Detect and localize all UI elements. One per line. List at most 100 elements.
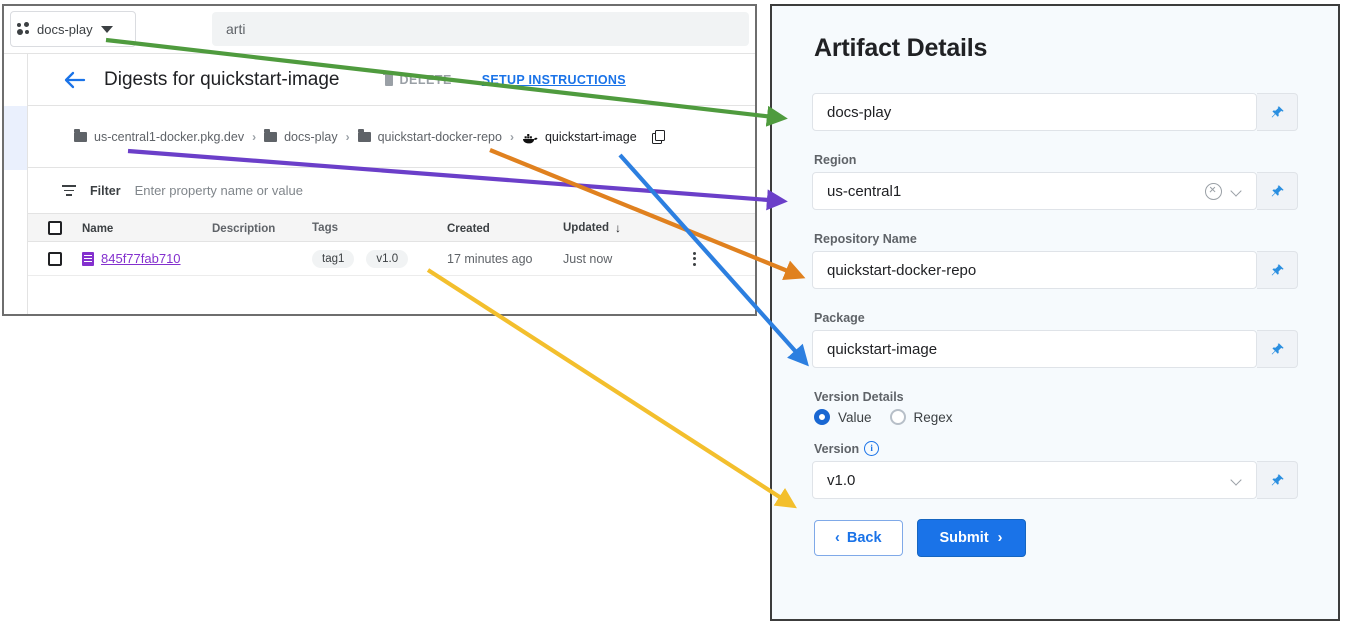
project-input-value: docs-play bbox=[827, 103, 892, 121]
clear-icon[interactable] bbox=[1205, 182, 1222, 200]
setup-instructions-link[interactable]: SETUP INSTRUCTIONS bbox=[481, 72, 626, 87]
radio-value-label: Value bbox=[838, 409, 872, 425]
repository-input[interactable]: quickstart-docker-repo bbox=[812, 251, 1257, 289]
cell-updated: Just now bbox=[563, 251, 613, 266]
pin-icon bbox=[1271, 342, 1284, 354]
chevron-left-icon: ‹ bbox=[835, 530, 840, 546]
back-button-label: Back bbox=[846, 530, 882, 546]
chevron-down-icon bbox=[100, 25, 113, 33]
panel-button-row: ‹ Back Submit › bbox=[814, 519, 1298, 557]
breadcrumb-separator-icon: › bbox=[252, 129, 257, 144]
region-label: Region bbox=[814, 153, 857, 167]
arrow-down-icon: ↓ bbox=[615, 220, 621, 235]
breadcrumb-label: docs-play bbox=[284, 129, 338, 144]
console-body: Digests for quickstart-image DELETE SETU… bbox=[4, 54, 755, 314]
filter-bar: Filter Enter property name or value bbox=[28, 168, 755, 214]
filter-icon bbox=[62, 185, 76, 196]
filter-input[interactable]: Enter property name or value bbox=[134, 183, 303, 198]
delete-button[interactable]: DELETE bbox=[383, 73, 451, 87]
chevron-down-icon[interactable] bbox=[1232, 475, 1242, 485]
column-header-updated[interactable]: Updated bbox=[563, 221, 609, 234]
version-details-label: Version Details bbox=[814, 390, 904, 404]
delete-button-label: DELETE bbox=[399, 72, 452, 87]
package-input-value: quickstart-image bbox=[827, 340, 938, 358]
pin-icon bbox=[1271, 184, 1284, 196]
back-button[interactable]: ‹ Back bbox=[814, 520, 903, 556]
region-field-group: Region us-central1 bbox=[812, 153, 1298, 210]
docker-whale-icon bbox=[522, 131, 538, 144]
package-input[interactable]: quickstart-image bbox=[812, 330, 1257, 368]
submit-button[interactable]: Submit › bbox=[916, 519, 1026, 557]
repository-pin-button[interactable] bbox=[1257, 251, 1298, 289]
chevron-right-icon: › bbox=[997, 530, 1003, 546]
copy-icon[interactable] bbox=[651, 129, 666, 144]
version-details-group: Version Details Value Regex bbox=[812, 390, 1298, 425]
console-window: docs-play arti Digests for quickstart-im… bbox=[2, 4, 757, 316]
chevron-down-icon[interactable] bbox=[1232, 186, 1242, 196]
digest-icon bbox=[82, 251, 94, 266]
repository-input-value: quickstart-docker-repo bbox=[827, 261, 977, 279]
tag-chip[interactable]: tag1 bbox=[312, 249, 355, 268]
radio-unselected-icon bbox=[889, 409, 906, 425]
row-overflow-menu-icon[interactable] bbox=[687, 251, 701, 267]
version-label-row: Version i bbox=[814, 441, 1298, 456]
row-checkbox[interactable] bbox=[48, 251, 62, 266]
back-arrow-icon[interactable] bbox=[62, 67, 88, 93]
digests-table: Name Description Tags Created Updated ↓ … bbox=[28, 214, 755, 314]
region-pin-button[interactable] bbox=[1257, 172, 1298, 210]
project-selector-label: docs-play bbox=[37, 21, 93, 37]
radio-regex-label: Regex bbox=[913, 409, 953, 425]
column-header-tags[interactable]: Tags bbox=[312, 221, 338, 234]
pin-icon bbox=[1271, 105, 1284, 117]
breadcrumb-item-repository[interactable]: quickstart-docker-repo bbox=[357, 129, 502, 144]
search-input[interactable]: arti bbox=[212, 12, 749, 46]
breadcrumb-label: quickstart-docker-repo bbox=[377, 129, 502, 144]
cell-created: 17 minutes ago bbox=[447, 251, 533, 266]
page-title: Digests for quickstart-image bbox=[104, 68, 340, 90]
version-input-value: v1.0 bbox=[827, 471, 856, 489]
submit-button-label: Submit bbox=[939, 530, 989, 546]
select-all-checkbox[interactable] bbox=[48, 220, 62, 235]
folder-icon bbox=[357, 129, 371, 142]
folder-icon bbox=[264, 129, 278, 142]
table-header-row: Name Description Tags Created Updated ↓ bbox=[28, 214, 755, 242]
filter-label: Filter bbox=[90, 183, 121, 198]
pin-icon bbox=[1271, 263, 1284, 275]
version-input[interactable]: v1.0 bbox=[812, 461, 1257, 499]
pin-icon bbox=[1271, 473, 1284, 485]
page-header-actions: DELETE SETUP INSTRUCTIONS bbox=[383, 72, 626, 87]
digest-link[interactable]: 845f77fab710 bbox=[101, 251, 181, 266]
table-row[interactable]: 845f77fab710 tag1 v1.0 17 minutes ago Ju… bbox=[28, 242, 755, 276]
radio-selected-icon bbox=[814, 409, 830, 425]
project-dots-icon bbox=[17, 22, 31, 36]
left-nav-rail bbox=[4, 54, 28, 314]
project-selector[interactable]: docs-play bbox=[10, 11, 136, 47]
breadcrumb-item-package[interactable]: quickstart-image bbox=[522, 130, 637, 144]
version-label: Version bbox=[814, 441, 860, 456]
tag-chip[interactable]: v1.0 bbox=[366, 249, 409, 268]
radio-value[interactable]: Value bbox=[814, 409, 872, 425]
column-header-created[interactable]: Created bbox=[447, 222, 490, 235]
console-topbar: docs-play arti bbox=[4, 6, 755, 54]
folder-icon bbox=[74, 129, 87, 142]
project-pin-button[interactable] bbox=[1257, 93, 1298, 131]
column-header-name[interactable]: Name bbox=[82, 222, 114, 235]
version-field-group: Version i v1.0 bbox=[812, 441, 1298, 499]
breadcrumb-item-project[interactable]: docs-play bbox=[264, 129, 338, 144]
panel-title: Artifact Details bbox=[814, 34, 988, 62]
version-pin-button[interactable] bbox=[1257, 461, 1298, 499]
radio-regex[interactable]: Regex bbox=[889, 409, 953, 425]
region-input[interactable]: us-central1 bbox=[812, 172, 1257, 210]
search-input-value: arti bbox=[226, 21, 246, 37]
breadcrumb: us-central1-docker.pkg.dev › docs-play ›… bbox=[28, 106, 755, 168]
left-rail-highlight bbox=[4, 106, 27, 170]
region-input-value: us-central1 bbox=[827, 182, 902, 200]
package-pin-button[interactable] bbox=[1257, 330, 1298, 368]
project-input[interactable]: docs-play bbox=[812, 93, 1257, 131]
info-icon[interactable]: i bbox=[864, 441, 880, 456]
breadcrumb-label: quickstart-image bbox=[544, 129, 637, 144]
package-field-group: Package quickstart-image bbox=[812, 311, 1298, 368]
breadcrumb-item-registry[interactable]: us-central1-docker.pkg.dev bbox=[74, 129, 244, 144]
column-header-description[interactable]: Description bbox=[212, 222, 276, 235]
